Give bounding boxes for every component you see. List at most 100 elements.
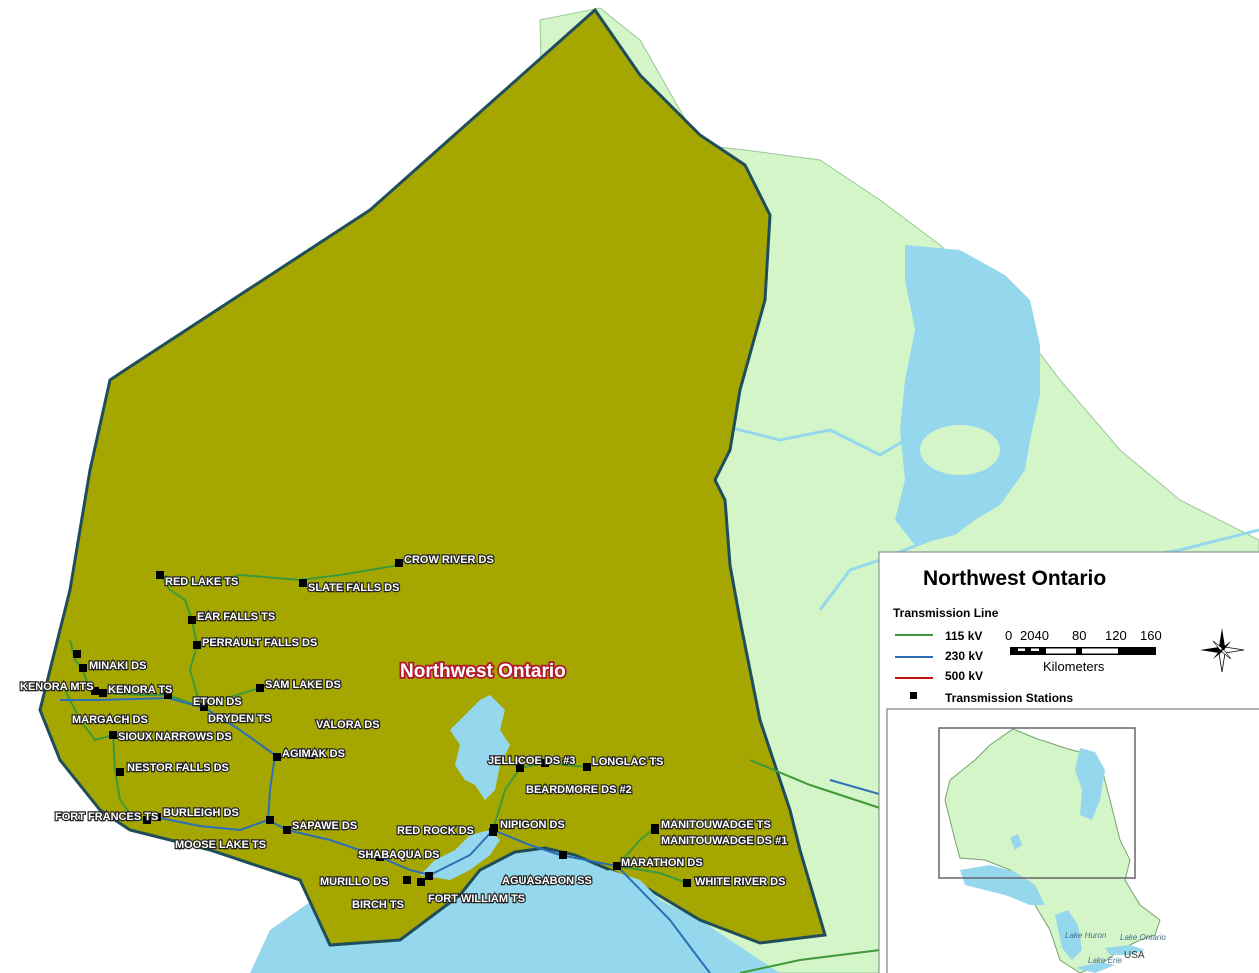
station-marker-sapawe-ds[interactable] xyxy=(266,816,274,824)
station-marker-slate-falls-ds[interactable] xyxy=(299,579,307,587)
station-marker-crow-river-ds[interactable] xyxy=(395,559,403,567)
station-label-minaki-ds: MINAKI DS xyxy=(89,660,146,672)
inset-lake-erie-label: Lake Erie xyxy=(1088,956,1122,965)
station-label-valora-ds: VALORA DS xyxy=(316,719,380,731)
station-marker-sam-lake-ds[interactable] xyxy=(256,684,264,692)
station-marker-burleigh-ds[interactable] xyxy=(153,813,161,821)
legend-station-swatch xyxy=(910,692,917,699)
station-marker-ear-falls-ts[interactable] xyxy=(188,616,196,624)
station-marker-manitouwadge-ds-1[interactable] xyxy=(651,826,659,834)
compass-diagonal-4 xyxy=(1212,640,1223,651)
station-marker-agimak-ds[interactable] xyxy=(273,753,281,761)
station-marker-fort-william-ts[interactable] xyxy=(425,872,433,880)
legend-line-115-label: 115 kV xyxy=(945,629,982,643)
station-marker-eton-ds[interactable] xyxy=(164,691,172,699)
station-marker-moose-lake-ts[interactable] xyxy=(283,826,291,834)
station-marker-margach-ds[interactable] xyxy=(91,687,99,695)
station-label-agimak-ds: AGIMAK DS xyxy=(282,748,345,760)
scale-bar xyxy=(1010,647,1156,655)
north-arrow-icon xyxy=(1200,628,1245,673)
station-label-birch-ts: BIRCH TS xyxy=(352,899,404,911)
station-marker-murillo-ds[interactable] xyxy=(403,876,411,884)
station-label-ear-falls-ts: EAR FALLS TS xyxy=(197,611,275,623)
station-label-kenora-ts: KENORA TS xyxy=(108,684,172,696)
lake-nipigon xyxy=(450,695,510,800)
station-marker-aguasabon-ss[interactable] xyxy=(559,851,567,859)
station-label-manitouwadge-ts: MANITOUWADGE TS xyxy=(661,819,771,831)
station-marker-longlac-ts[interactable] xyxy=(583,763,591,771)
station-marker-perrault-falls-ds[interactable] xyxy=(193,641,201,649)
scale-tick-3: 120 xyxy=(1105,628,1127,643)
inset-map: Lake Huron Lake Ontario Lake Erie USA xyxy=(886,708,1259,973)
station-marker-kenora-mts[interactable] xyxy=(79,664,87,672)
scale-tick-4: 160 xyxy=(1140,628,1162,643)
thunder-bay-inlet xyxy=(420,830,500,880)
scale-bar-segment-4 xyxy=(1082,648,1118,654)
scale-bar-segment-3 xyxy=(1046,648,1076,654)
lake-nipigon-east-large xyxy=(895,245,1040,545)
scale-tick-1: 2040 xyxy=(1020,628,1049,643)
inset-lake-ontario-label: Lake Ontario xyxy=(1120,933,1166,942)
line-115-west xyxy=(64,689,147,821)
compass-diagonal-2 xyxy=(1213,650,1222,659)
station-label-slate-falls-ds: SLATE FALLS DS xyxy=(308,582,399,594)
station-marker-nestor-falls-ds[interactable] xyxy=(116,768,124,776)
station-label-margach-ds: MARGACH DS xyxy=(72,714,148,726)
station-marker-dryden-ts[interactable] xyxy=(200,703,208,711)
inset-usa-label: USA xyxy=(1124,950,1145,961)
station-marker-marathon-ds[interactable] xyxy=(613,862,621,870)
station-label-longlac-ts: LONGLAC TS xyxy=(592,756,664,768)
station-label-eton-ds: ETON DS xyxy=(193,696,242,708)
station-label-nestor-falls-ds: NESTOR FALLS DS xyxy=(127,762,229,774)
inset-lake-huron-label: Lake Huron xyxy=(1065,931,1107,940)
inset-lake-huron xyxy=(1055,910,1082,960)
station-label-beardmore-ds-2: BEARDMORE DS #2 xyxy=(526,784,632,796)
legend-section-title: Transmission Line xyxy=(893,606,999,620)
station-label-red-rock-ds: RED ROCK DS xyxy=(397,825,474,837)
station-label-marathon-ds: MARATHON DS xyxy=(621,857,703,869)
station-label-manitouwadge-ds-1: MANITOUWADGE DS #1 xyxy=(661,835,787,847)
station-marker-nipigon-ds[interactable] xyxy=(490,824,498,832)
station-marker-beardmore-ds-2[interactable] xyxy=(516,764,524,772)
legend-title: Northwest Ontario xyxy=(923,567,1106,590)
compass-west-point xyxy=(1200,647,1222,653)
station-marker-white-river-ds[interactable] xyxy=(683,879,691,887)
station-labels: CROW RIVER DS RED LAKE TS SLATE FALLS DS EA… xyxy=(19,553,789,912)
station-label-fort-frances-ts: FORT FRANCES TS xyxy=(55,811,158,823)
scale-bar-segment-2 xyxy=(1031,648,1039,651)
inset-extent-box xyxy=(938,727,1136,879)
station-marker-fort-frances-ts[interactable] xyxy=(143,816,151,824)
legend-line-230-label: 230 kV xyxy=(945,649,983,663)
station-label-shabaqua-ds: SHABAQUA DS xyxy=(358,849,440,861)
station-marker-valora-ds[interactable] xyxy=(307,751,315,759)
inset-lake-ontario xyxy=(1105,945,1145,955)
line-115-south-land xyxy=(739,949,881,973)
inset-lake-erie xyxy=(1075,962,1115,973)
station-label-dryden-ts: DRYDEN TS xyxy=(208,713,271,725)
station-marker-sioux-narrows-ds[interactable] xyxy=(109,731,117,739)
station-label-perrault-falls-ds: PERRAULT FALLS DS xyxy=(202,637,317,649)
station-label-jellicoe-ds-3: JELLICOE DS #3 xyxy=(488,755,575,767)
island xyxy=(920,425,1000,475)
station-marker-birch-ts[interactable] xyxy=(417,878,425,886)
river-east-1 xyxy=(719,423,906,457)
station-marker-kenora-ts[interactable] xyxy=(99,689,107,697)
line-115-east xyxy=(616,827,688,884)
station-marker-minaki-ds[interactable] xyxy=(73,650,81,658)
region-northwest-ontario xyxy=(38,7,827,947)
station-label-murillo-ds: MURILLO DS xyxy=(320,876,388,888)
region-label: Northwest Ontario xyxy=(400,661,566,682)
station-label-moose-lake-ts: MOOSE LAKE TS xyxy=(175,839,266,851)
station-marker-jellicoe-ds-3[interactable] xyxy=(541,759,549,767)
scale-unit: Kilometers xyxy=(1043,659,1105,674)
station-marker-red-lake-ts[interactable] xyxy=(156,571,164,579)
station-marker-shabaqua-ds[interactable] xyxy=(376,853,384,861)
station-label-crow-river-ds: CROW RIVER DS xyxy=(404,554,494,566)
inset-hudson-bay-inlet xyxy=(1075,748,1105,820)
station-label-white-river-ds: WHITE RIVER DS xyxy=(695,876,785,888)
station-label-red-lake-ts: RED LAKE TS xyxy=(165,576,238,588)
line-115-east-land xyxy=(749,759,881,809)
line-115-kenora xyxy=(69,639,261,707)
station-label-aguasabon-ss: AGUASABON SS xyxy=(502,875,592,887)
